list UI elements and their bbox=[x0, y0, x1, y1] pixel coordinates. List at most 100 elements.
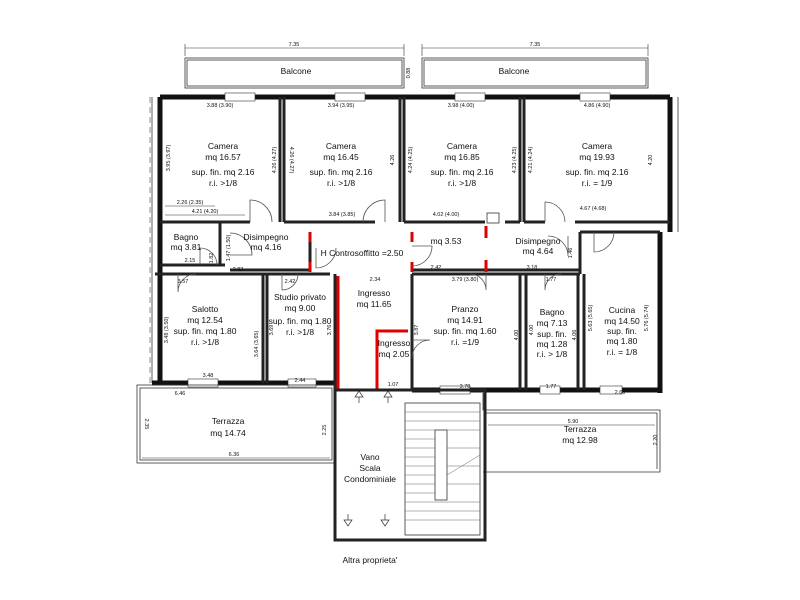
disimpegno1-area: mq 4.16 bbox=[251, 242, 282, 252]
dim-234: 2.34 bbox=[370, 277, 381, 283]
bagno2-name: Bagno bbox=[540, 307, 565, 317]
camera3-area: mq 16.85 bbox=[444, 152, 480, 162]
dim-242b: 2.42 bbox=[431, 265, 442, 271]
dim-348: 3.48 bbox=[203, 373, 214, 379]
dim-v364: 3.64 (3.65) bbox=[254, 331, 260, 358]
ingresso2-area: mq 2.05 bbox=[379, 349, 410, 359]
cucina-sup: sup. fin. bbox=[607, 326, 637, 336]
ingresso1-area: mq 11.65 bbox=[357, 299, 392, 309]
dim-v376: 3.76 bbox=[327, 325, 333, 336]
dim-v576: 5.76 (5.74) bbox=[644, 305, 650, 332]
camera3-ri: r.i. >1/8 bbox=[448, 178, 476, 188]
cucina-supval: mq 1.80 bbox=[607, 336, 638, 346]
bagno1-area: mq 3.81 bbox=[171, 242, 202, 252]
dim-v225: 2.25 bbox=[322, 425, 328, 436]
camera1-ri: r.i. >1/8 bbox=[209, 178, 237, 188]
bagno2-sup: sup. fin. bbox=[537, 329, 567, 339]
bagno2-supval: mq 1.28 bbox=[537, 339, 568, 349]
dim-v146: 1.46 bbox=[568, 248, 574, 259]
dim-379: 3.79 (3.80) bbox=[452, 277, 479, 283]
camera2-sup: sup. fin. mq 2.16 bbox=[310, 167, 373, 177]
dim-v421: 4.21 (4.24) bbox=[528, 147, 534, 174]
dim-388: 3.88 (3.90) bbox=[207, 103, 234, 109]
dim-318: 3.18 bbox=[527, 265, 538, 271]
dim-v424: 4.24 (4.25) bbox=[408, 147, 414, 174]
dim-v369: 3.69 bbox=[269, 325, 275, 336]
terrazza2-area: mq 12.98 bbox=[562, 435, 598, 445]
terrazza1-area: mq 14.74 bbox=[210, 428, 246, 438]
dim-590: 5.90 bbox=[568, 419, 579, 425]
dim-v235: 2.35 bbox=[143, 419, 149, 430]
studio-sup: sup. fin. mq 1.80 bbox=[269, 316, 332, 326]
pranzo-ri: r.i. =1/9 bbox=[451, 337, 479, 347]
studio-name: Studio privato bbox=[274, 292, 326, 302]
camera2-name: Camera bbox=[326, 141, 357, 151]
dim-v426: 4.26 (4.27) bbox=[272, 147, 278, 174]
dim-v395: 3.95 (3.97) bbox=[166, 145, 172, 172]
dim-v182: 1.82 bbox=[209, 253, 215, 264]
salotto-ri: r.i. >1/8 bbox=[191, 337, 219, 347]
balcony-right: Balcone bbox=[421, 57, 649, 89]
dim-244: 2.44 bbox=[295, 378, 306, 384]
vano-line2: Scala bbox=[359, 463, 381, 473]
dim-v426b-l: 4.26 (4.27) bbox=[288, 147, 294, 174]
dim-v387: 3.87 bbox=[414, 325, 420, 336]
dim-v400b: 4.00 bbox=[529, 325, 535, 336]
pranzo-sup: sup. fin. mq 1.60 bbox=[434, 326, 497, 336]
dim-260: 2.60 bbox=[615, 390, 626, 396]
dim-v147: 1.47 (1.50) bbox=[226, 235, 232, 262]
camera4-ri: r.i. = 1/9 bbox=[582, 178, 613, 188]
dim-v563: 5.63 (5.65) bbox=[588, 305, 594, 332]
dim-402: 4.02 (4.00) bbox=[433, 212, 460, 218]
dim-421: 4.21 (4.20) bbox=[192, 209, 219, 215]
bagno1-name: Bagno bbox=[174, 232, 199, 242]
dim-283: 2.83 bbox=[233, 267, 244, 273]
terrace-right bbox=[482, 393, 661, 473]
studio-ri: r.i. >1/8 bbox=[286, 327, 314, 337]
bagno2-area: mq 7.13 bbox=[537, 318, 568, 328]
dim-177b: 1.77 bbox=[546, 384, 557, 390]
camera3-sup: sup. fin. mq 2.16 bbox=[431, 167, 494, 177]
dim-v406: 4.06 bbox=[572, 330, 578, 341]
camera2-ri: r.i. >1/8 bbox=[327, 178, 355, 188]
dim-177a: 1.77 bbox=[546, 277, 557, 283]
vertical-dimensions: 3.95 (3.97) 4.26 (4.27) 4.26 (4.27) 4.26… bbox=[143, 145, 659, 446]
dim-378: 3.78 bbox=[460, 384, 471, 390]
dim-357: 3.57 bbox=[178, 279, 189, 285]
camera1-area: mq 16.57 bbox=[205, 152, 241, 162]
dim-v220: 2.20 bbox=[653, 435, 659, 446]
cucina-area: mq 14.50 bbox=[604, 316, 640, 326]
red-modifications bbox=[308, 226, 488, 390]
terrazza2-name: Terrazza bbox=[564, 424, 597, 434]
camera1-sup: sup. fin. mq 2.16 bbox=[192, 167, 255, 177]
balcony-left-label: Balcone bbox=[281, 66, 312, 76]
altra-proprieta-label: Altra proprieta' bbox=[342, 555, 397, 565]
dim-467: 4.67 (4.68) bbox=[580, 206, 607, 212]
dim-balcony-gap: 0.88 bbox=[406, 68, 412, 79]
corridor-area: mq 3.53 bbox=[431, 236, 462, 246]
dim-394: 3.94 (3.95) bbox=[328, 103, 355, 109]
dim-v423: 4.23 (4.25) bbox=[512, 147, 518, 174]
top-dimensions: 7.35 7.35 bbox=[184, 42, 649, 56]
camera3-name: Camera bbox=[447, 141, 478, 151]
dim-v426b: 4.26 bbox=[390, 155, 396, 166]
horizontal-dimensions: 3.88 (3.90) 3.94 (3.95) 3.98 (4.00) 4.86… bbox=[142, 103, 655, 459]
vano-line1: Vano bbox=[360, 452, 379, 462]
dim-384: 3.84 (3.85) bbox=[329, 212, 356, 218]
dim-v348: 3.48 (3.50) bbox=[164, 317, 170, 344]
dim-398: 3.98 (4.00) bbox=[448, 103, 475, 109]
dim-646: 6.46 bbox=[175, 391, 186, 397]
dim-balcony-right: 7.35 bbox=[530, 42, 541, 48]
salotto-area: mq 12.54 bbox=[187, 315, 223, 325]
dim-226: 2.26 (2.35) bbox=[177, 200, 204, 206]
ingresso1-name: Ingresso bbox=[358, 288, 391, 298]
salotto-sup: sup. fin. mq 1.80 bbox=[174, 326, 237, 336]
dim-242a: 2.42 bbox=[285, 279, 296, 285]
cucina-name: Cucina bbox=[609, 305, 636, 315]
vano-line3: Condominiale bbox=[344, 474, 396, 484]
pranzo-name: Pranzo bbox=[452, 304, 479, 314]
dim-107: 1.07 bbox=[388, 382, 399, 388]
camera4-name: Camera bbox=[582, 141, 613, 151]
terrazza1-name: Terrazza bbox=[212, 416, 245, 426]
